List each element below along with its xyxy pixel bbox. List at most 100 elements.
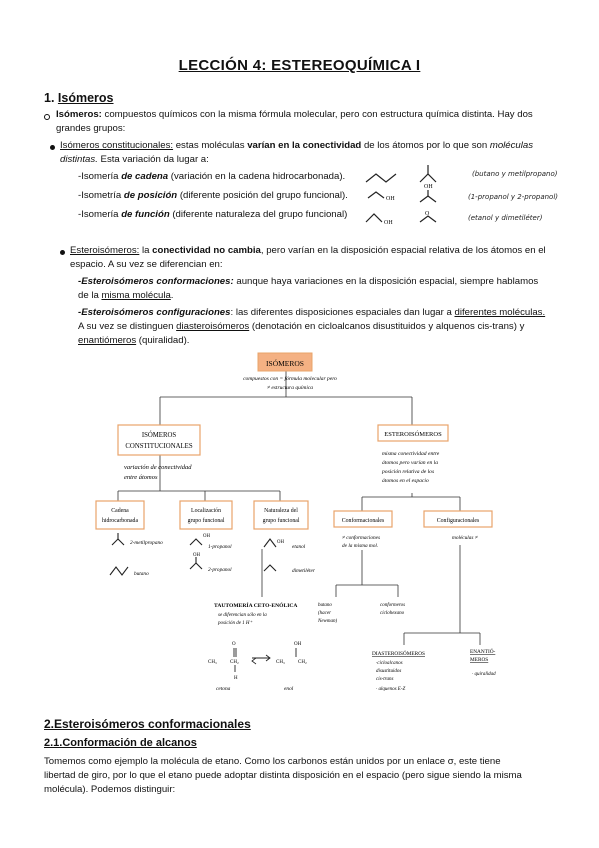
isomers-concept-map: ISÓMEROS compuestos con = fórmula molecu… bbox=[95, 352, 496, 692]
root-note-1: compuestos con = fórmula molecular pero bbox=[243, 375, 337, 382]
conf-note-1: ≠ conformaciones bbox=[342, 534, 380, 541]
cfg-l3b: diasteroisómeros bbox=[176, 321, 250, 332]
oh-b: OH bbox=[294, 642, 302, 647]
diast-item-1: ·cicloalcanos bbox=[376, 661, 403, 666]
enantiomeros-label-2: MEROS bbox=[470, 657, 488, 663]
diast-item-3: cis-trans bbox=[376, 677, 394, 682]
conf-note-2: de la misma mol. bbox=[342, 543, 378, 549]
root-box bbox=[257, 352, 313, 372]
note-function: (etanol y dimetiléter) bbox=[468, 214, 543, 222]
section-2-1-heading: 2.1.Conformación de alcanos bbox=[44, 737, 197, 749]
conf-l2c: . bbox=[170, 290, 174, 301]
estereo-label: ESTEROISÓMEROS bbox=[384, 430, 442, 438]
constit-def-line2: distintas. Esta variación da lugar a: bbox=[60, 153, 209, 167]
section-2-para-line1: Tomemos como ejemplo la molécula de etan… bbox=[44, 756, 501, 767]
circle-bullet-icon bbox=[44, 114, 50, 120]
root-note-2: ≠ estructura química bbox=[267, 385, 313, 391]
constit-def-a: estas moléculas bbox=[175, 140, 245, 151]
item2-pre: -Isometría bbox=[78, 190, 124, 201]
diast-item-4: · alquenos E-Z bbox=[376, 687, 406, 692]
item1-pre: -Isomería bbox=[78, 171, 122, 182]
constit-def-c: de los átomos por lo que son bbox=[363, 140, 488, 151]
ch2-a: CH₂ bbox=[230, 660, 239, 665]
oh-label-3: OH bbox=[384, 220, 393, 226]
label-metilpropano: 2-metilpropano bbox=[130, 540, 163, 546]
isomeria-item-2: -Isometría de posición (diferente posici… bbox=[78, 189, 348, 203]
cfg-l3c: (denotación en cicloalcanos disustituido… bbox=[249, 321, 525, 332]
item1-em: de cadena bbox=[121, 171, 169, 182]
diasteroisomeros-label: DIASTEROISÓMEROS bbox=[372, 649, 425, 657]
item1-rest: (variación en la cadena hidrocarbonada). bbox=[168, 171, 346, 182]
cfg-l4a: enantiómeros bbox=[78, 335, 137, 346]
naturaleza-box bbox=[253, 500, 309, 530]
isomeros-definition: Isómeros: compuestos químicos con la mis… bbox=[56, 108, 576, 122]
cfg-l3a: A su vez se distinguen bbox=[78, 321, 177, 332]
constit-def-d: moléculas bbox=[489, 140, 534, 151]
note-chain: (butano y metilpropano) bbox=[472, 170, 558, 178]
isomeros-term: Isómeros: bbox=[56, 109, 102, 120]
estereo-note-3: posición relativa de los bbox=[381, 469, 434, 475]
conf-def: aunque haya variaciones en la disposició… bbox=[233, 276, 539, 287]
localizacion-label-2: grupo funcional bbox=[188, 517, 225, 524]
diast-item-2: disustituidos bbox=[376, 669, 401, 674]
item3-em: de función bbox=[121, 209, 170, 220]
butano-newman-2: (hacer bbox=[318, 611, 331, 616]
conformacionales-box bbox=[333, 510, 393, 528]
estereo-a: la bbox=[141, 245, 150, 256]
conformeros-1: conformeros bbox=[380, 603, 405, 608]
tautomeria-note-2: posición de 1 H⁺ bbox=[217, 620, 253, 626]
oh-label-2: OH bbox=[424, 184, 433, 190]
tautomeria-label: TAUTOMERÍA CETO-ENÓLICA bbox=[214, 601, 297, 609]
constit-note-2: entre átomos bbox=[124, 474, 158, 481]
cfg-note: moléculas ≠ bbox=[452, 535, 478, 541]
label-oh-1: OH bbox=[203, 534, 210, 539]
section-1-title: Isómeros bbox=[57, 91, 114, 105]
conformacionales-label: Conformacionales bbox=[342, 517, 385, 524]
section-1-number: 1. bbox=[44, 91, 55, 105]
dot-bullet-icon-2 bbox=[60, 250, 65, 255]
label-oh-2: OH bbox=[193, 553, 200, 558]
section-2-para-line2: libertad de giro, por lo que el etano pu… bbox=[44, 770, 522, 781]
constit-term: Isómeros constitucionales: bbox=[60, 140, 174, 151]
constit-def-e: distintas. bbox=[60, 154, 98, 165]
isomeros-def-line2: grandes grupos: bbox=[56, 123, 126, 134]
item2-em: de posición bbox=[123, 190, 178, 201]
ch3-a: CH₃ bbox=[208, 660, 217, 665]
conformaciones-line2: de la misma molécula. bbox=[78, 289, 173, 303]
localizacion-box bbox=[179, 500, 233, 530]
label-2-propanol: 2-propanol bbox=[208, 567, 232, 573]
configuracionales-box bbox=[423, 510, 493, 528]
section-2-para-line3: molécula). Podemos distinguir: bbox=[44, 784, 176, 795]
cadena-label-2: hidrocarbonada bbox=[102, 518, 138, 524]
cfg-def: : las diferentes disposiciones espaciale… bbox=[230, 307, 455, 318]
o-a: O bbox=[232, 642, 236, 647]
label-1-propanol: 1-propanol bbox=[208, 544, 232, 550]
conformaciones-definition: -Esteroisómeros conformaciones: aunque h… bbox=[78, 275, 588, 289]
ethanol-skeleton-icon bbox=[365, 213, 383, 223]
enantiomeros-label-1: ENANTIÓ- bbox=[470, 647, 496, 655]
estereo-line2: espacio. A su vez se diferencian en: bbox=[70, 259, 223, 270]
label-oh-3: OH bbox=[277, 540, 284, 545]
butano-newman-1: butano bbox=[318, 603, 332, 608]
estereo-note-1: misma conectividad entre bbox=[382, 451, 440, 457]
o-label: O bbox=[425, 211, 430, 217]
tautomeria-note-1: se diferencian sólo en la bbox=[218, 613, 267, 618]
ether-skeleton-icon bbox=[419, 215, 437, 223]
h-a: H bbox=[234, 676, 238, 681]
cfg-term: -Esteroisómeros configuraciones bbox=[78, 307, 231, 318]
cfg-l4b: (quiralidad). bbox=[136, 335, 190, 346]
methylpropane-skeleton-icon bbox=[419, 173, 437, 183]
constit-label-2: CONSTITUCIONALES bbox=[125, 443, 192, 450]
quiralidad-label: · quiralidad bbox=[472, 672, 496, 677]
conf-l2b: misma molécula bbox=[101, 290, 171, 301]
configuraciones-definition: -Esteroisómeros configuraciones: las dif… bbox=[78, 306, 588, 320]
constit-label-1: ISÓMEROS bbox=[142, 431, 177, 439]
root-label: ISÓMEROS bbox=[266, 358, 304, 368]
isomeria-item-1: -Isomería de cadena (variación en la cad… bbox=[78, 170, 345, 184]
label-etanol: etanol bbox=[292, 544, 306, 550]
page-title: LECCIÓN 4: ESTEREOQUÍMICA I bbox=[178, 57, 421, 74]
cfg-u: diferentes moléculas. bbox=[454, 307, 546, 318]
item2-rest: (diferente posición del grupo funcional)… bbox=[177, 190, 348, 201]
butano-newman-3: Newman) bbox=[317, 619, 338, 624]
